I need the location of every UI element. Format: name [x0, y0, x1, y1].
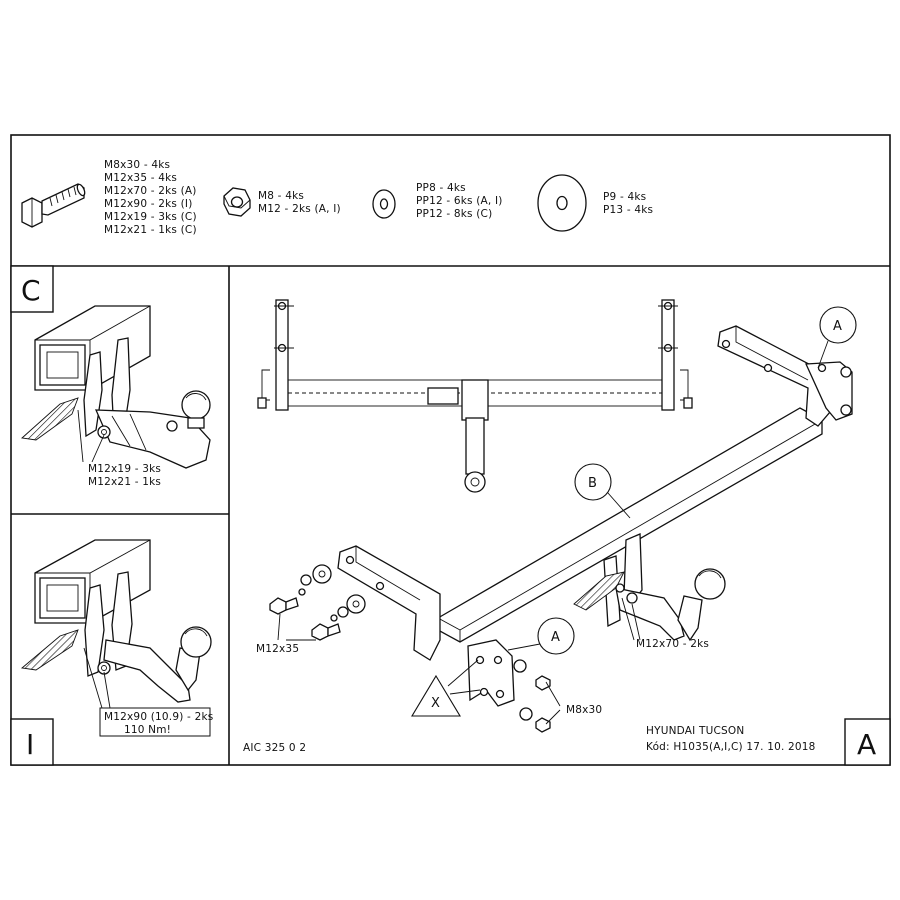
main-panel: M12x35 M8x30 M12x70 - 2ks A B: [243, 299, 891, 766]
callout-a-top: A: [833, 319, 842, 334]
drawing-code: AIC 325 0 2: [243, 742, 306, 754]
callout-b-circle: [574, 463, 612, 501]
callout-b: B: [588, 476, 597, 491]
vehicle-name: HYUNDAI TUCSON: [646, 725, 744, 737]
callout-a-bottom-circle: [537, 617, 575, 655]
label-m12x35: M12x35: [256, 643, 299, 655]
nut-list-1: M12 - 2ks (A, I): [258, 203, 341, 215]
main-letter: A: [857, 728, 876, 761]
plate-list-1: P13 - 4ks: [603, 204, 653, 216]
bolt-list-3: M12x90 - 2ks (I): [104, 198, 193, 210]
bolt-list-4: M12x19 - 3ks (C): [104, 211, 197, 223]
panel-c-label-0: M12x19 - 3ks: [88, 463, 161, 475]
plate-list-0: P9 - 4ks: [603, 191, 646, 203]
code-line: Kód: H1035(A,I,C) 17. 10. 2018: [646, 741, 816, 753]
bolt-list-2: M12x70 - 2ks (A): [104, 185, 197, 197]
nut-icon: [223, 187, 251, 217]
outer-frame: [10, 134, 891, 766]
washer-list-0: PP8 - 4ks: [416, 182, 466, 194]
panel-c-letter-box: [10, 265, 54, 313]
washer-icon: [372, 189, 396, 219]
panel-i-label-1: 110 Nm!: [124, 724, 171, 736]
panel-c-label-1: M12x21 - 1ks: [88, 476, 161, 488]
callout-a-bottom: A: [551, 630, 560, 645]
hardware-header: M8x30 - 4ks M12x35 - 4ks M12x70 - 2ks (A…: [21, 159, 653, 236]
bottom-bracket: M8x30: [467, 639, 602, 733]
label-m8x30: M8x30: [566, 704, 602, 716]
panel-c-letter: C: [21, 274, 41, 307]
bolt-list-1: M12x35 - 4ks: [104, 172, 177, 184]
bolt-list-5: M12x21 - 1ks (C): [104, 224, 197, 236]
callout-x: X: [431, 696, 440, 711]
callout-x-triangle: [411, 674, 461, 717]
left-hardware: M12x35: [256, 564, 366, 655]
panel-i-letter: I: [26, 728, 34, 761]
panel-c: C M12x19 - 3ks M12x21 - 1ks: [10, 265, 211, 488]
nut-list-0: M8 - 4ks: [258, 190, 304, 202]
label-m12x70: M12x70 - 2ks: [636, 638, 709, 650]
washer-list-1: PP12 - 6ks (A, I): [416, 195, 503, 207]
bolt-icon: [21, 183, 86, 228]
main-letter-box: [844, 718, 891, 766]
top-view: [257, 299, 693, 493]
washer-list-2: PP12 - 8ks (C): [416, 208, 492, 220]
panel-i-torque-box: [99, 707, 211, 737]
main-towball: [573, 533, 726, 642]
callout-a-top-circle: [819, 306, 857, 344]
bolt-list-0: M8x30 - 4ks: [104, 159, 170, 171]
main-crossbar: [337, 325, 853, 661]
panel-i-letter-box: [10, 718, 54, 766]
plate-washer-icon: [537, 174, 587, 232]
panel-i-label-0: M12x90 (10.9) - 2ks: [104, 711, 213, 723]
panel-i: M12x90 (10.9) - 2ks 110 Nm! I: [10, 539, 213, 766]
